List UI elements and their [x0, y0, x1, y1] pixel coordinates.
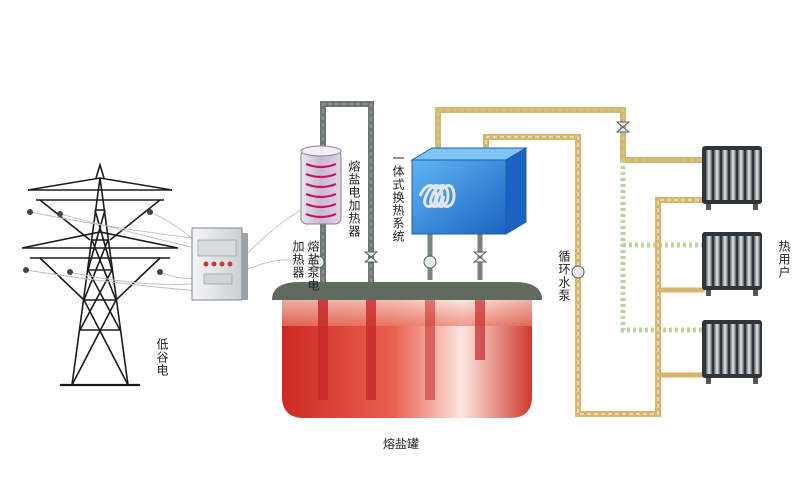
label-heat-users: 热用户: [777, 240, 791, 279]
pumps: [311, 255, 585, 279]
label-circulation-pump: 循环水泵: [557, 250, 571, 302]
heat-exchanger: [410, 147, 528, 235]
label-salt-pump-heater: 熔盐泵电加热器: [291, 240, 320, 292]
radiator-middle: [702, 232, 762, 296]
radiator-top: [702, 146, 762, 210]
label-salt-electric-heater: 熔盐电加热器: [347, 160, 361, 238]
label-integrated-heat-exchange: 一体式换热系统: [391, 152, 405, 243]
insulators: [23, 209, 163, 275]
salt-tank: [272, 282, 542, 418]
salt-electric-heater: [300, 145, 342, 225]
power-tower: [21, 162, 179, 387]
radiator-bottom: [702, 320, 762, 384]
control-cabinet: [191, 227, 248, 301]
label-salt-tank: 熔盐罐: [383, 437, 420, 451]
valves: [363, 121, 631, 263]
yellow-pipes: [427, 107, 705, 417]
label-low-valley-power: 低谷电: [155, 338, 169, 377]
